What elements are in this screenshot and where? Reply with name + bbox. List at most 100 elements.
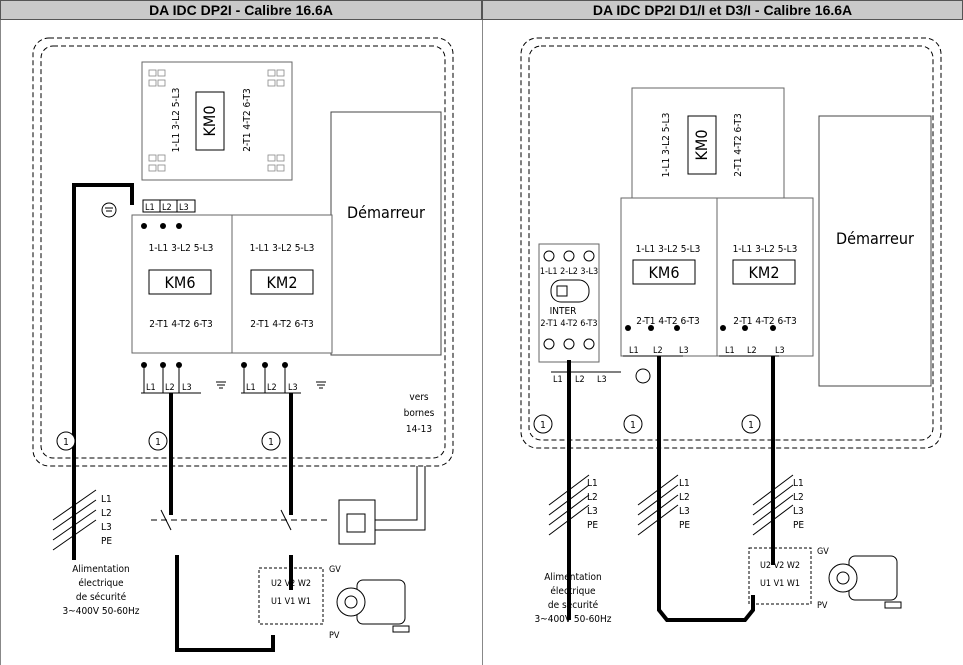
r-km2-out-l3: L3 [775,346,785,356]
supply-l2: L2 [101,508,112,519]
r-gv-label: GV [817,547,829,557]
km6-bot-terms: 2-T1 4-T2 6-T3 [149,319,213,330]
inter-top-terms: 1-L1 2-L2 3-L3 [540,267,598,277]
r-marker-2: 1 [630,420,636,431]
r-s3-l1: L1 [793,478,804,489]
r-motor-bot: U1 V1 W1 [760,579,800,589]
earth-icon [101,202,117,218]
r-s1-pe: PE [587,520,598,531]
r-km6-out-l2: L2 [653,346,663,356]
right-wiring-diagram: KM0 1-L1 3-L2 5-L3 2-T1 4-T2 6-T3 Démarr… [482,20,963,665]
caption-line-2: électrique [78,577,124,589]
r-km0-top: 1-L1 3-L2 5-L3 [661,113,672,178]
motor-cable-top [169,393,293,515]
caption-line-1: Alimentation [72,564,129,575]
starter-label: Démarreur [347,203,425,222]
supply-cable [72,183,134,560]
r-km0-bot: 2-T1 4-T2 6-T3 [733,113,744,177]
r-km0-label: KM0 [692,129,711,160]
motor-icon [336,579,410,633]
r-km6-top: 1-L1 3-L2 5-L3 [636,244,701,255]
r-km2-out-l1: L1 [725,346,735,356]
bornes-line-2: bornes [404,408,435,419]
enclosure-outer [32,37,454,467]
starter-box [330,111,442,356]
supply-l1: L1 [101,494,112,505]
r-km2-out-l2: L2 [747,346,757,356]
km2-out-l3: L3 [288,383,298,393]
inter-switch [538,243,600,363]
km6-out-l1: L1 [146,383,156,393]
km2-top-terms: 1-L1 3-L2 5-L3 [250,243,315,254]
km6-label: KM6 [164,273,195,292]
inter-bot-terms: 2-T1 4-T2 6-T3 [540,319,597,329]
r-caption-4: 3~400V 50-60Hz [534,614,611,625]
pv-label: PV [329,631,340,641]
r-s2-pe: PE [679,520,690,531]
r-motor-top: U2 V2 W2 [760,561,800,571]
km6-in-l1: L1 [145,203,155,213]
inter-l1: L1 [553,375,563,385]
marker-text-3: 1 [268,437,274,448]
km0-label: KM0 [200,105,219,136]
marker-text-1: 1 [63,437,69,448]
motor-top-terms: U2 V2 W2 [271,579,311,589]
gv-label: GV [329,565,341,575]
r-s3-pe: PE [793,520,804,531]
r-km2-bot: 2-T1 4-T2 6-T3 [733,316,797,327]
km0-bot-terms: 2-T1 4-T2 6-T3 [242,88,253,152]
r-marker-1: 1 [540,420,546,431]
inter-l2: L2 [575,375,585,385]
km0-top-terms: 1-L1 3-L2 5-L3 [171,88,182,153]
r-starter-label: Démarreur [836,229,914,248]
marker-1-km6 [148,431,168,451]
r-s3-l2: L2 [793,492,804,503]
km2-out-l1: L1 [246,383,256,393]
r-s1-l2: L2 [587,492,598,503]
r-motor-icon [828,555,902,609]
motor-cable-bottom [175,555,293,652]
left-panel-title: DA IDC DP2I - Calibre 16.6A [0,0,482,20]
r-s1-l3: L3 [587,506,598,517]
r-km6-bot: 2-T1 4-T2 6-T3 [636,316,700,327]
caption-line-3: de sécurité [76,591,127,603]
r-s1-l1: L1 [587,478,598,489]
km6-top-terms: 1-L1 3-L2 5-L3 [149,243,214,254]
km6-in-l3: L3 [179,203,189,213]
r-km6-label: KM6 [648,263,679,282]
r-pv-label: PV [817,601,828,611]
r-km6-cable [657,356,755,622]
r-caption-3: de sécurité [548,599,599,611]
enclosure-inner [40,45,446,459]
left-wiring-diagram: KM0 1-L1 3-L2 5-L3 2-T1 4-T2 6-T3 Démarr… [0,20,483,665]
bornes-line-1: vers [409,392,429,403]
r-s3-l3: L3 [793,506,804,517]
marker-1-supply [56,431,76,451]
km2-bot-terms: 2-T1 4-T2 6-T3 [250,319,314,330]
bornes-line-3: 14-13 [406,424,432,435]
right-panel-title: DA IDC DP2I D1/I et D3/I - Calibre 16.6A [482,0,963,20]
motor-terminal [258,567,324,625]
r-motor-terminal [748,547,812,605]
r-earth-icon [635,368,651,384]
r-km6-out-l1: L1 [629,346,639,356]
r-s2-l2: L2 [679,492,690,503]
km6-out-l3: L3 [182,383,192,393]
km6-in-l2: L2 [162,203,172,213]
r-km2-top: 1-L1 3-L2 5-L3 [733,244,798,255]
r-marker-3: 1 [748,420,754,431]
supply-pe: PE [101,536,112,547]
motor-bot-terms: U1 V1 W1 [271,597,311,607]
r-caption-2: électrique [550,585,596,597]
r-s2-l1: L1 [679,478,690,489]
marker-text-2: 1 [155,437,161,448]
km2-label: KM2 [266,273,297,292]
r-starter-box [818,115,932,387]
r-km6-out-l3: L3 [679,346,689,356]
r-s2-l3: L3 [679,506,690,517]
caption-line-4: 3~400V 50-60Hz [62,606,139,617]
supply-l3: L3 [101,522,112,533]
km2-out-l2: L2 [267,383,277,393]
r-caption-1: Alimentation [544,572,601,583]
marker-1-km2 [261,431,281,451]
